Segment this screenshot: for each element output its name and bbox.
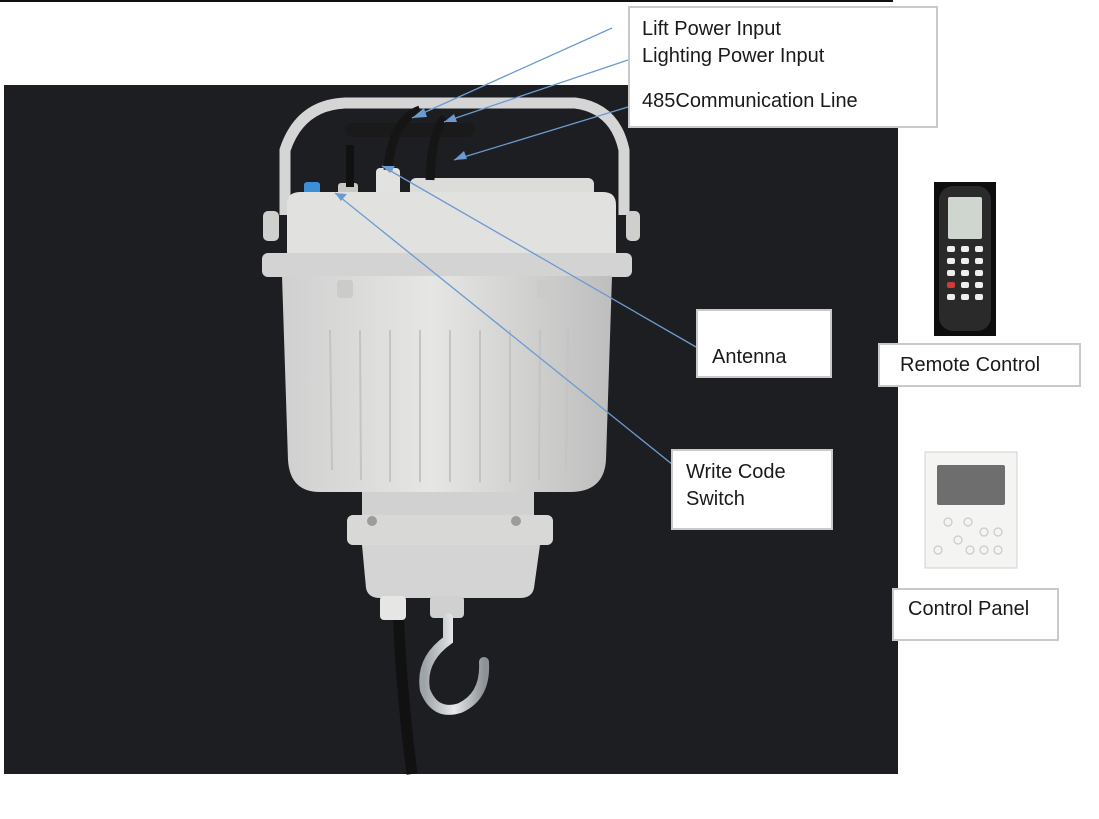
antenna-rod (346, 145, 354, 187)
flange-bolt-right (511, 516, 521, 526)
top-cables (383, 105, 449, 181)
housing-lid (287, 192, 616, 255)
latch-left (337, 280, 353, 298)
callout-antenna: Antenna (696, 309, 832, 378)
lifting-device (262, 97, 640, 775)
label-communication-line: 485Communication Line (642, 90, 858, 112)
callout-remote-control: Remote Control (878, 343, 1081, 387)
leader-lines (334, 27, 697, 474)
leader-lift-power (411, 27, 613, 119)
callout-write-code-switch: Write Code Switch (671, 449, 833, 530)
callout-power-inputs: Lift Power Input Lighting Power Input 48… (628, 6, 938, 128)
hook-mount (430, 596, 464, 618)
leader-communication (453, 106, 629, 161)
cable-gland-left (380, 596, 406, 620)
remote-control-image (934, 182, 996, 336)
housing-ribs (329, 329, 569, 482)
label-lighting-power-input: Lighting Power Input (642, 45, 825, 67)
bottom-flange (347, 515, 553, 545)
label-control-panel: Control Panel (908, 598, 1030, 620)
housing-neck (362, 492, 534, 516)
control-panel-image (924, 451, 1018, 569)
bottom-cup (362, 545, 540, 598)
side-knob-left (263, 211, 279, 241)
leader-write-code (334, 192, 684, 474)
housing-flange (262, 253, 632, 277)
carry-handle (279, 97, 630, 215)
leader-lighting-power (443, 59, 629, 123)
label-lift-power-input: Lift Power Input (642, 18, 781, 40)
cable-gland-top (376, 168, 400, 198)
label-antenna: Antenna (712, 346, 787, 368)
side-knob-right (626, 211, 640, 241)
power-cable (392, 599, 418, 775)
label-write-code-line2: Switch (686, 488, 745, 510)
antenna-flat (345, 123, 475, 137)
flange-bolt-left (367, 516, 377, 526)
label-write-code-line1: Write Code (686, 461, 786, 483)
leader-arrowheads (335, 108, 467, 201)
leader-antenna (381, 165, 697, 348)
latch-right (537, 280, 553, 298)
label-remote-control: Remote Control (900, 354, 1041, 376)
lifting-hook (419, 613, 490, 715)
top-border-line (0, 0, 893, 2)
callout-control-panel: Control Panel (892, 588, 1059, 641)
housing-body (282, 276, 612, 492)
